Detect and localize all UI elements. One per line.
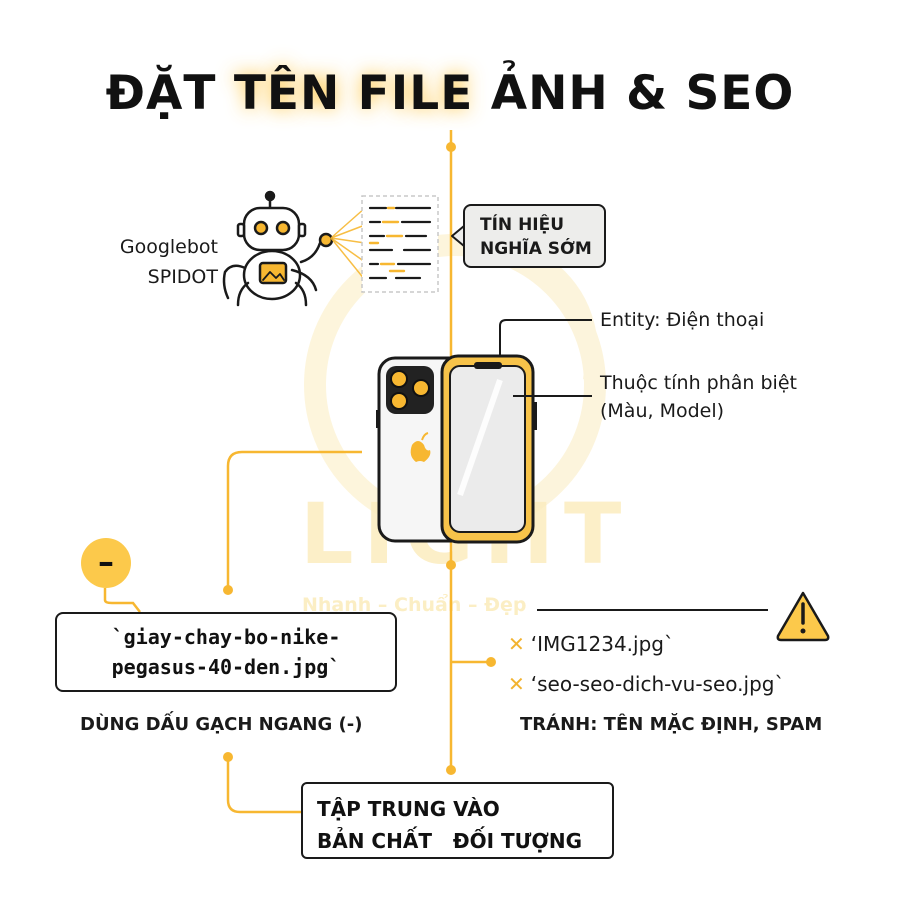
cross-icon: ✕ <box>508 632 525 656</box>
bad-filename-item: ✕‘IMG1234.jpg` <box>508 632 674 656</box>
attribute-detail: (Màu, Model) <box>600 400 725 422</box>
watermark-slogan: Nhanh – Chuẩn – Đẹp <box>302 594 527 616</box>
focus-line-1: TẬP TRUNG VÀO <box>317 797 500 821</box>
attribute-title: Thuộc tính phân biệt <box>600 372 797 394</box>
cross-icon: ✕ <box>508 672 525 696</box>
focus-box: TẬP TRUNG VÀO BẢN CHẤT ĐỐI TƯỢNG <box>301 782 614 859</box>
page-title: ĐẶT TÊN FILE ẢNH & SEO <box>0 66 900 121</box>
title-suffix: ẢNH & SEO <box>473 66 795 121</box>
phone-label-connectors <box>499 319 592 397</box>
scan-beams <box>330 207 366 281</box>
hyphen-badge: – <box>81 538 131 588</box>
title-prefix: ĐẶT <box>105 66 234 121</box>
hyphen-caption: DÙNG DẤU GẠCH NGANG (-) <box>80 714 363 735</box>
signal-bubble: TÍN HIỆU NGHĨA SỚM <box>463 204 606 268</box>
bad-filename-list: ✕‘IMG1234.jpg` ✕‘seo-seo-dich-vu-seo.jpg… <box>508 624 784 704</box>
bad-filename-item: ✕‘seo-seo-dich-vu-seo.jpg` <box>508 672 785 696</box>
good-filename-line-2: pegasus-40-den.jpg` <box>111 655 341 679</box>
bubble-line-1: TÍN HIỆU <box>480 215 565 235</box>
bubble-tail <box>451 225 465 247</box>
avoid-caption: TRÁNH: TÊN MẶC ĐỊNH, SPAM <box>520 714 823 735</box>
title-highlight: TÊN FILE <box>233 66 474 121</box>
googlebot-robot-icon <box>222 190 334 307</box>
phone-front-icon <box>440 354 537 544</box>
googlebot-subname: SPIDOT <box>147 266 218 288</box>
attribute-label: Thuộc tính phân biệt (Màu, Model) <box>600 369 797 425</box>
focus-line-2: BẢN CHẤT ĐỐI TƯỢNG <box>317 829 582 853</box>
connector-lines <box>103 130 490 814</box>
googlebot-name: Googlebot <box>119 236 218 258</box>
good-filename-box: `giay-chay-bo-nike- pegasus-40-den.jpg` <box>55 612 397 692</box>
googlebot-label: Googlebot SPIDOT <box>78 232 218 292</box>
entity-label: Entity: Điện thoại <box>600 309 765 331</box>
code-document-icon <box>361 195 439 293</box>
warning-icon <box>776 591 830 642</box>
bubble-line-2: NGHĨA SỚM <box>480 239 592 259</box>
good-filename-line-1: `giay-chay-bo-nike- <box>111 625 341 649</box>
